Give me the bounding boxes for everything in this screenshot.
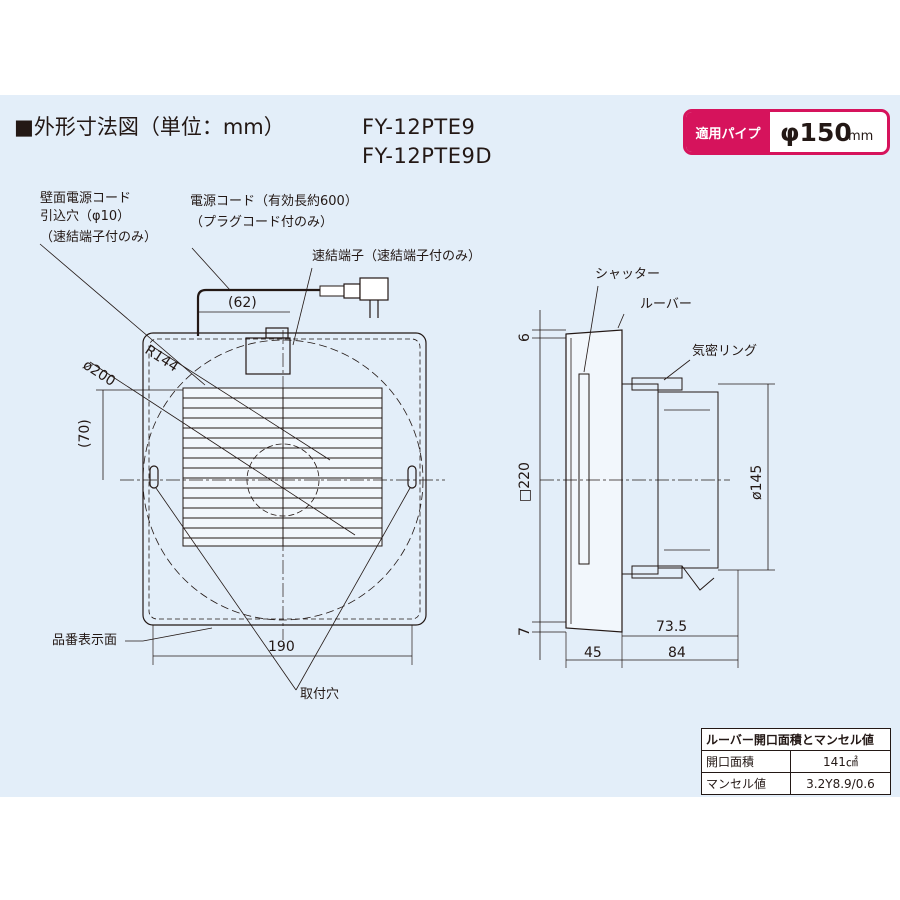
table-cell-label: マンセル値 [701,772,791,795]
shutter [578,373,590,565]
dim-84: 84 [668,645,686,661]
cord-hole-label-3: （速結端子付のみ） [40,230,158,245]
dim-6: 6 [517,333,533,342]
mount-holes [149,465,417,489]
dim-190: 190 [268,639,295,655]
side-view [565,329,719,633]
model-face-label: 品番表示面 [52,633,118,648]
dim-62: (62) [228,295,257,311]
table-header-row: ルーバー開口面積とマンセル値 [701,728,891,751]
table-cell-value: 141㎠ [789,750,892,773]
drawing-background [0,95,900,797]
cord-hole-label-1: 壁面電源コード [40,191,132,206]
front-panel [142,332,427,626]
terminal-label: 速結端子（速結端子付のみ） [312,249,482,264]
louver-label: ルーバー [640,297,692,312]
table-cell-value: 3.2Y8.9/0.6 [789,772,892,795]
louver-spec-table: ルーバー開口面積とマンセル値 開口面積 141㎠ マンセル値 3.2Y8.9/0… [701,728,892,795]
power-cord-label-2: （プラグコード付のみ） [190,215,334,230]
mount-hole-label: 取付穴 [300,687,340,702]
power-cord-label-1: 電源コード（有効長約600） [190,194,358,209]
dim-dia145: ø145 [749,464,765,500]
dim-220: □220 [517,462,533,502]
table-header: ルーバー開口面積とマンセル値 [701,728,891,751]
plug [359,277,389,301]
dim-73-5: 73.5 [656,619,688,635]
dim-45: 45 [584,645,602,661]
pipe-label: 適用パイプ [686,112,770,152]
table-cell-label: 開口面積 [701,750,791,773]
seal-ring [631,377,683,391]
pipe-size-badge: 適用パイプ φ150 mm [683,109,890,155]
cord-hole-label-2: 引込穴（φ10） [40,209,131,224]
front-louver [182,387,383,547]
pipe-unit: mm [848,129,874,144]
table-row: 開口面積 141㎠ [701,750,892,773]
dim-7: 7 [517,627,533,636]
model-number-1: FY-12PTE9 [362,115,476,139]
seal-ring-label: 気密リング [692,344,758,359]
shutter-label: シャッター [595,267,661,282]
table-row: マンセル値 3.2Y8.9/0.6 [701,772,892,795]
power-cord [196,288,290,336]
page-title: ■外形寸法図（単位：mm） [14,115,285,139]
model-number-2: FY-12PTE9D [362,144,493,168]
pipe-value: φ150 [780,118,852,147]
dim-70: (70) [77,419,93,448]
